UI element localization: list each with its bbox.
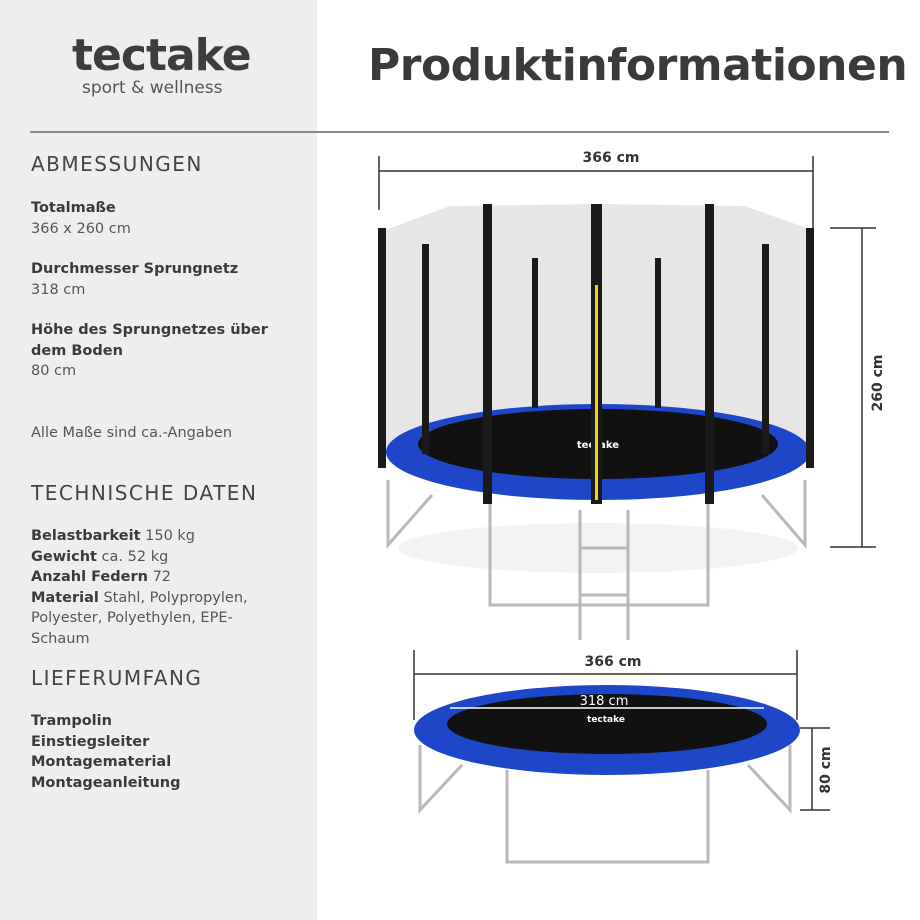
top-width-label: 366 cm [583, 150, 640, 166]
trampoline-illustration: 366 cm 260 cm tectake 366 cm [378, 150, 886, 864]
delivery-item: Montagematerial [31, 754, 172, 770]
logo-tagline: sport & wellness [82, 78, 223, 98]
bottom-width-label: 366 cm [585, 654, 642, 670]
logo-brand: tectake [72, 30, 252, 81]
trampoline-frame: 318 cm tectake [414, 685, 800, 864]
delivery-item: Einstiegsleiter [31, 733, 150, 750]
top-height-dimension [830, 227, 876, 548]
mat-diameter-label: 318 cm [580, 694, 629, 709]
divider [30, 131, 889, 133]
technical-specs: Belastbarkeit 150 kg Gewicht ca. 52 kg A… [31, 528, 248, 647]
bottom-height-dimension [800, 727, 830, 811]
delivery-item: Trampolin [31, 713, 112, 729]
delivery-item: Montageanleitung [31, 774, 181, 791]
page-title: Produktinformationen [368, 40, 908, 91]
dimensions-note: Alle Maße sind ca.-Angaben [31, 425, 233, 441]
info-panel: tectake sport & wellness ABMESSUNGEN Tot… [0, 0, 317, 920]
top-height-label: 260 cm [870, 355, 886, 412]
bottom-height-label: 80 cm [818, 746, 834, 793]
delivery-list: Trampolin Einstiegsleiter Montagemateria… [31, 711, 291, 793]
delivery-heading: LIEFERUMFANG [31, 666, 203, 690]
trampoline-with-net: tectake [378, 204, 814, 640]
dimensions-heading: ABMESSUNGEN [31, 152, 203, 176]
top-width-dimension [378, 156, 814, 230]
bottom-width-dimension [413, 650, 798, 720]
technical-heading: TECHNISCHE DATEN [31, 481, 258, 505]
brand-logo: tectake sport & wellness [72, 30, 252, 99]
mat-logo: tectake [587, 715, 625, 725]
